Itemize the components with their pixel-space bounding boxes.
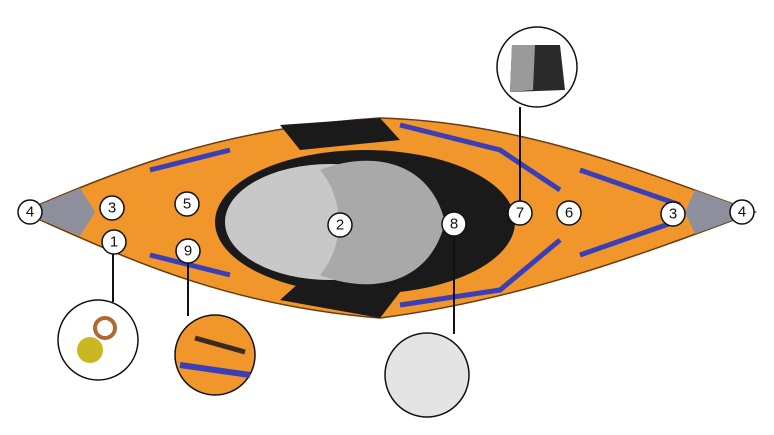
- callout-4-left: 4: [17, 199, 43, 225]
- svg-text:3: 3: [669, 206, 677, 223]
- inset-floor: [384, 332, 470, 418]
- inset-valve: [57, 299, 139, 381]
- svg-text:7: 7: [516, 205, 524, 222]
- callout-9: 9: [175, 238, 201, 264]
- callout-7: 7: [507, 200, 533, 226]
- callout-1: 1: [101, 229, 127, 255]
- callout-5: 5: [174, 191, 200, 217]
- svg-text:8: 8: [450, 216, 458, 233]
- callout-8: 8: [441, 211, 467, 237]
- cockpit: [215, 150, 515, 294]
- svg-text:2: 2: [336, 217, 344, 234]
- callouts: 4 3 5 1 9 2 8 7 6 3 4: [17, 191, 755, 264]
- inset-strap: [174, 314, 256, 396]
- callout-4-right: 4: [729, 199, 755, 225]
- callout-2: 2: [327, 212, 353, 238]
- svg-text:9: 9: [184, 243, 192, 260]
- inset-seat: [496, 26, 578, 108]
- callout-3-right: 3: [660, 201, 686, 227]
- svg-text:1: 1: [110, 234, 118, 251]
- callout-6: 6: [556, 200, 582, 226]
- svg-text:4: 4: [738, 204, 746, 221]
- svg-text:3: 3: [108, 200, 116, 217]
- callout-3-left: 3: [99, 195, 125, 221]
- svg-text:5: 5: [183, 196, 191, 213]
- connector-lines: [112, 107, 521, 334]
- svg-text:4: 4: [26, 204, 34, 221]
- svg-text:6: 6: [565, 205, 573, 222]
